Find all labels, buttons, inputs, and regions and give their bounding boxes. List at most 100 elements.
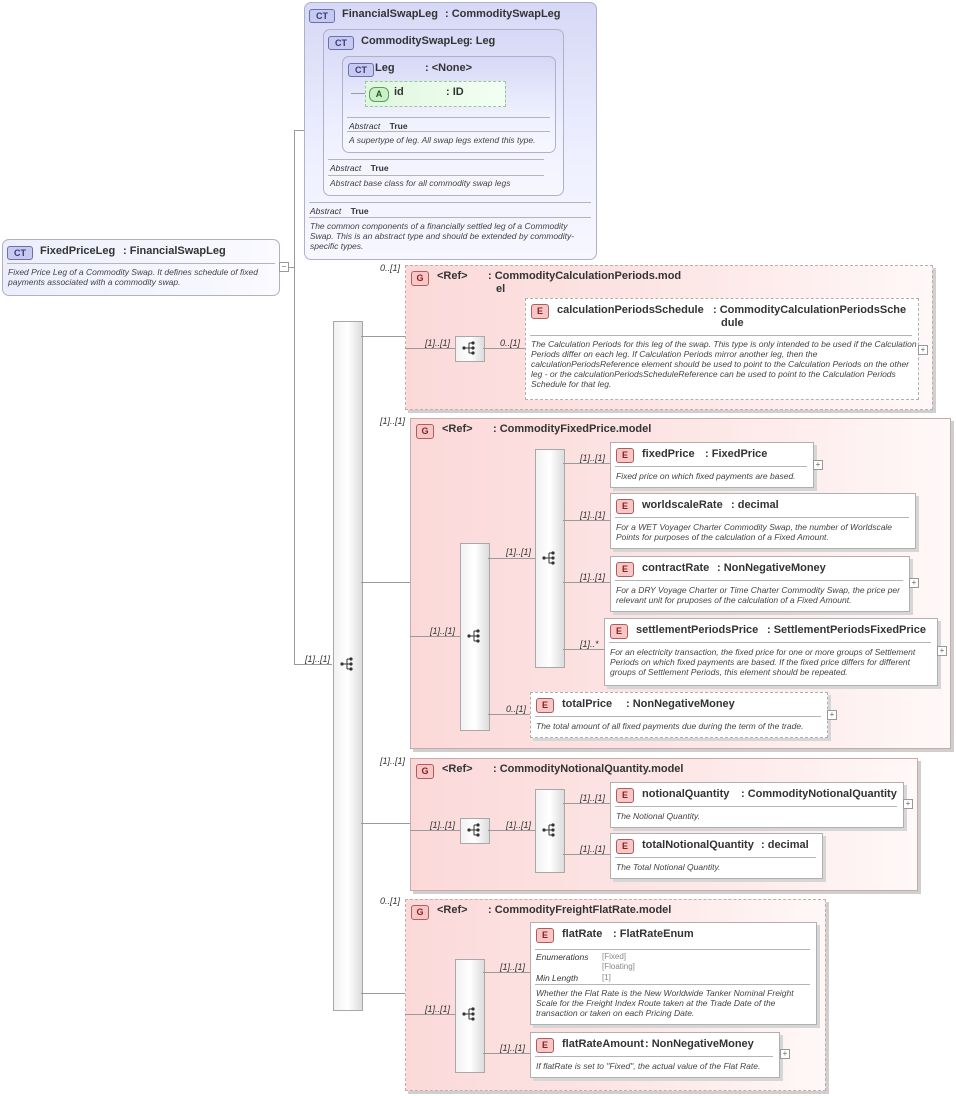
leg-type: : <None>: [425, 62, 473, 74]
group3-sequence: [460, 818, 490, 844]
group4-type: : CommodityFreightFlatRate.model: [488, 904, 672, 916]
group1-type: : CommodityCalculationPeriods.mod: [488, 270, 682, 282]
worldscale-rate-name: worldscaleRate: [642, 499, 723, 511]
total-notional-quantity-type: : decimal: [761, 839, 809, 851]
element-badge: E: [536, 698, 554, 713]
fixed-price-leg-type: : FinancialSwapLeg: [123, 245, 226, 257]
group2-choice-cardinality: [1]..[1]: [506, 547, 532, 557]
group1-type-wrap: el: [496, 283, 506, 295]
element-badge: E: [536, 928, 554, 943]
element-badge: E: [616, 788, 634, 803]
worldscale-rate-type: : decimal: [731, 499, 779, 511]
expand-plus-icon[interactable]: +: [918, 345, 928, 355]
contract-rate-type: : NonNegativeMoney: [717, 562, 826, 574]
notional-quantity-name: notionalQuantity: [642, 788, 730, 800]
group3-ref: <Ref>: [442, 763, 473, 775]
financial-swap-leg-box: CT FinancialSwapLeg : CommoditySwapLeg C…: [304, 2, 597, 260]
element-settlement-periods-price: E settlementPeriodsPrice : SettlementPer…: [604, 618, 938, 686]
element-notional-quantity: E notionalQuantity : CommodityNotionalQu…: [610, 782, 904, 828]
calc-sched-type: : CommodityCalculationPeriodsSche: [713, 304, 907, 316]
element-flat-rate: E flatRate : FlatRateEnum Enumerations […: [530, 922, 817, 1025]
fixed-price-leg-doc: Fixed Price Leg of a Commodity Swap. It …: [8, 267, 258, 287]
worldscale-rate-cardinality: [1]..[1]: [580, 510, 606, 520]
expand-plus-icon[interactable]: +: [903, 799, 913, 809]
flat-rate-amount-doc: If flatRate is set to "Fixed", the actua…: [536, 1061, 761, 1071]
element-badge: E: [616, 448, 634, 463]
leg-abstract: Abstract True: [349, 121, 408, 131]
settlement-periods-price-name: settlementPeriodsPrice: [636, 624, 759, 636]
total-price-doc: The total amount of all fixed payments d…: [536, 721, 804, 731]
total-notional-quantity-cardinality: [1]..[1]: [580, 844, 606, 854]
element-worldscale-rate: E worldscaleRate : decimal For a WET Voy…: [610, 493, 916, 549]
flat-rate-amount-cardinality: [1]..[1]: [500, 1043, 526, 1053]
group2-type: : CommodityFixedPrice.model: [493, 423, 652, 435]
group3-cardinality: [1]..[1]: [380, 756, 406, 766]
total-notional-quantity-doc: The Total Notional Quantity.: [616, 862, 721, 872]
total-notional-quantity-name: totalNotionalQuantity: [642, 839, 754, 851]
id-attribute-type: : ID: [446, 86, 464, 98]
leg-name: Leg: [375, 62, 395, 74]
sequence-icon: [462, 1007, 475, 1021]
element-total-price: E totalPrice : NonNegativeMoney The tota…: [530, 692, 828, 738]
financial-swap-leg-type: : CommoditySwapLeg: [445, 8, 561, 20]
worldscale-rate-doc: For a WET Voyager Charter Commodity Swap…: [616, 522, 893, 542]
group-badge: G: [416, 764, 434, 779]
ct-badge: CT: [7, 246, 33, 260]
flat-rate-enum-floating: [Floating]: [602, 962, 635, 971]
expand-plus-icon[interactable]: +: [909, 578, 919, 588]
sequence-icon: [467, 629, 480, 643]
group3-choice-cardinality: [1]..[1]: [506, 820, 532, 830]
flat-rate-enum-fixed: [Fixed]: [602, 952, 627, 961]
notional-quantity-doc: The Notional Quantity.: [616, 811, 700, 821]
calc-sched-name: calculationPeriodsSchedule: [557, 304, 704, 316]
expand-plus-icon[interactable]: +: [813, 460, 823, 470]
element-flat-rate-amount: E flatRateAmount : NonNegativeMoney If f…: [530, 1032, 780, 1078]
group-badge: G: [411, 271, 429, 286]
group4-cardinality: 0..[1]: [380, 896, 401, 906]
financial-swap-leg-name: FinancialSwapLeg: [342, 8, 438, 20]
total-price-cardinality: 0..[1]: [506, 704, 527, 714]
group3-seq-cardinality: [1]..[1]: [430, 820, 456, 830]
commodity-swap-leg-doc: Abstract base class for all commodity sw…: [330, 178, 511, 188]
expand-plus-icon[interactable]: +: [937, 646, 947, 656]
flat-rate-amount-name: flatRateAmount: [562, 1038, 644, 1050]
element-badge: E: [531, 304, 549, 319]
group2-cardinality: [1]..[1]: [380, 416, 406, 426]
sequence-icon: [340, 657, 353, 671]
fixed-price-doc: Fixed price on which fixed payments are …: [616, 471, 796, 481]
contract-rate-name: contractRate: [642, 562, 710, 574]
fixed-price-type: : FixedPrice: [705, 448, 768, 460]
commodity-swap-leg-abstract: Abstract True: [330, 163, 389, 173]
notional-quantity-type: : CommodityNotionalQuantity: [741, 788, 897, 800]
expand-plus-icon[interactable]: +: [827, 710, 837, 720]
sequence-icon: [467, 823, 480, 837]
group2-seq-cardinality: [1]..[1]: [430, 626, 456, 636]
group1-seq-cardinality: [1]..[1]: [425, 338, 451, 348]
calc-sched-type-wrap: dule: [721, 317, 744, 329]
notional-quantity-cardinality: [1]..[1]: [580, 793, 606, 803]
group1-ref: <Ref>: [437, 270, 468, 282]
group4-seq-cardinality: [1]..[1]: [425, 1004, 451, 1014]
financial-swap-leg-doc: The common components of a financially s…: [310, 221, 575, 251]
calc-sched-doc: The Calculation Periods for this leg of …: [531, 339, 917, 389]
group3-type: : CommodityNotionalQuantity.model: [493, 763, 684, 775]
settlement-periods-price-cardinality: [1]..*: [580, 639, 599, 649]
sequence-icon: [542, 823, 555, 837]
sequence-icon: [462, 341, 475, 355]
main-sequence-cardinality: [1]..[1]: [305, 654, 331, 664]
fixed-price-cardinality: [1]..[1]: [580, 453, 606, 463]
fixed-price-leg-name: FixedPriceLeg: [40, 245, 116, 257]
flat-rate-min-length-value: [1]: [602, 973, 611, 982]
attribute-badge: A: [369, 87, 389, 102]
total-price-type: : NonNegativeMoney: [626, 698, 735, 710]
group2-sequence: [460, 543, 490, 731]
flat-rate-min-length-label: Min Length: [536, 973, 579, 983]
flat-rate-type: : FlatRateEnum: [613, 928, 694, 940]
element-badge: E: [616, 839, 634, 854]
group-badge: G: [411, 905, 429, 920]
element-calculation-periods-schedule: E calculationPeriodsSchedule : Commodity…: [525, 298, 919, 400]
settlement-periods-price-type: : SettlementPeriodsFixedPrice: [767, 624, 926, 636]
ct-badge: CT: [348, 63, 374, 77]
group4-sequence: [455, 959, 485, 1073]
expand-plus-icon[interactable]: +: [780, 1049, 790, 1059]
